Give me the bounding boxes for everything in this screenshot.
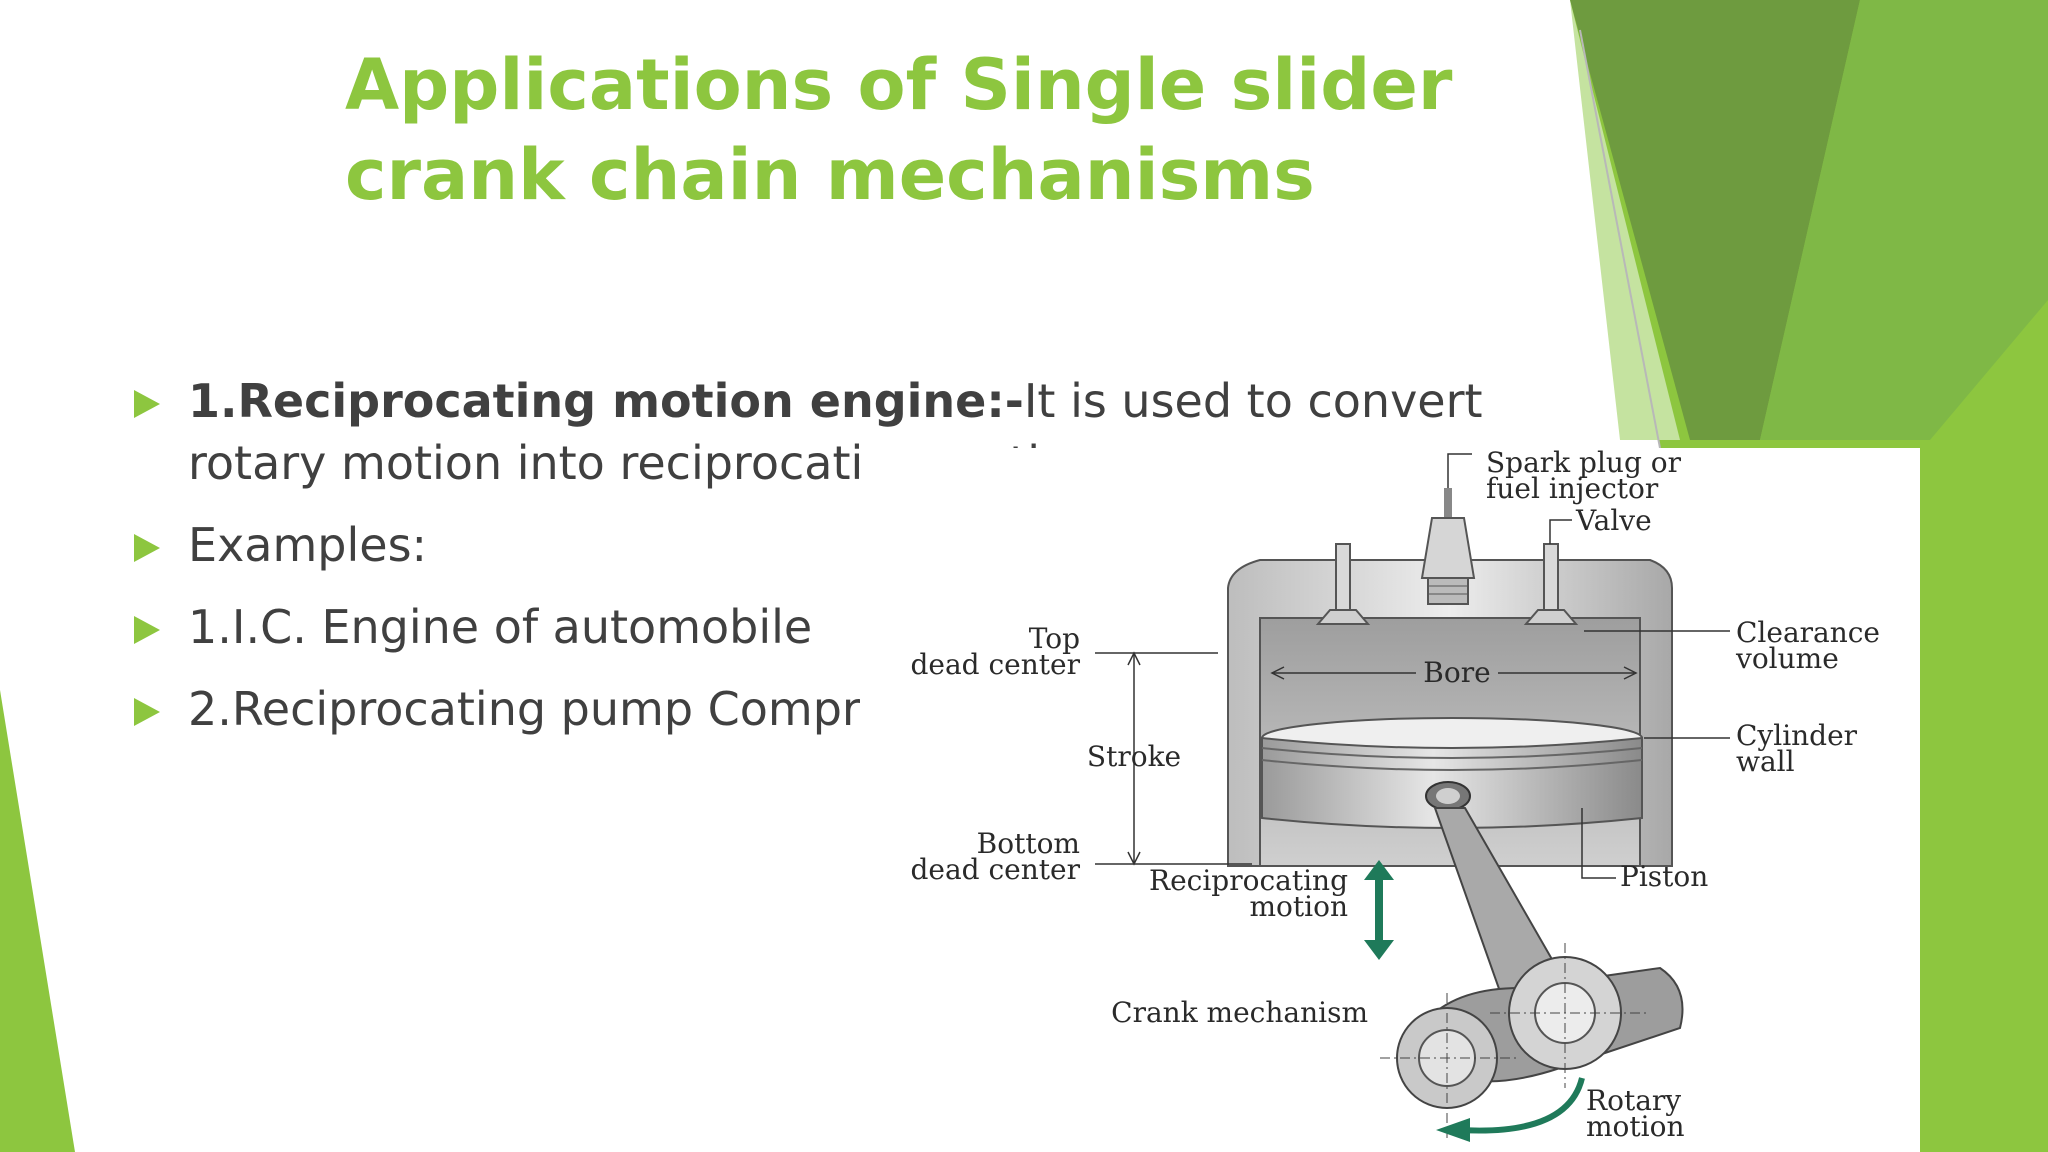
valve-right [1523,543,1579,625]
label-bore: Bore [1423,656,1490,689]
label-top-2: dead center [910,648,1080,681]
label-reciprocating-2: motion [1249,890,1348,923]
engine-diagram: Spark plug or fuel injector Valve Top de… [860,448,1920,1152]
dark-green-shape [1570,0,1860,440]
green-shape-left [0,690,75,1152]
label-spark-plug-1: Spark plug or [1486,448,1682,479]
label-clearance-1: Clearance [1736,616,1880,649]
bullet-item: 1.I.C. Engine of automobile [130,596,1490,658]
label-cylinder-2: wall [1736,745,1795,778]
label-rotary-2: motion [1586,1110,1685,1143]
crank-mechanism [1380,943,1684,1138]
bullet-item: 2.Reciprocating pump Compressor [130,678,1490,740]
bullet-text: 2.Reciprocating pump Compressor [188,682,984,736]
light-green-sliver [1570,0,1680,440]
bullet-arrow-icon [134,390,160,418]
piston [1261,717,1643,829]
valve-left [1315,543,1371,625]
bullet-bold-text: 1.Reciprocating motion engine:- [188,374,1024,428]
bullet-list: 1.Reciprocating motion engine:-It is use… [130,370,1490,760]
label-rotary-1: Rotary [1586,1084,1681,1117]
title-line-2: crank chain mechanisms [345,134,1315,216]
bullet-text: Examples: [188,518,428,572]
engine-diagram-svg: Spark plug or fuel injector Valve Top de… [910,448,1880,1143]
slide-title: Applications of Single slider crank chai… [345,40,1495,220]
title-line-1: Applications of Single slider [345,44,1453,126]
mid-green-shape [1760,0,2048,440]
bullet-text: 1.I.C. Engine of automobile [188,600,813,654]
bullet-item: Examples: [130,514,1490,576]
bullet-arrow-icon [134,616,160,644]
label-cylinder-1: Cylinder [1736,719,1858,752]
label-crank: Crank mechanism [1111,996,1368,1029]
label-stroke: Stroke [1087,740,1181,773]
label-piston: Piston [1620,860,1708,893]
dimension-lines [1095,453,1730,879]
label-clearance-2: volume [1735,642,1839,675]
label-reciprocating-1: Reciprocating [1149,864,1348,897]
bullet-arrow-icon [134,698,160,726]
label-spark-plug-2: fuel injector [1486,472,1659,505]
label-top-1: Top [1029,622,1080,655]
reciprocating-arrow-icon [1364,860,1394,960]
bullet-item: 1.Reciprocating motion engine:-It is use… [130,370,1490,494]
label-bottom-1: Bottom [977,827,1080,860]
label-valve: Valve [1575,504,1652,537]
label-bottom-2: dead center [910,853,1080,886]
rotary-arrow-icon [1436,1077,1585,1142]
thin-divider-line [1579,29,1661,449]
bullet-arrow-icon [134,534,160,562]
spark-plug [1420,488,1476,605]
